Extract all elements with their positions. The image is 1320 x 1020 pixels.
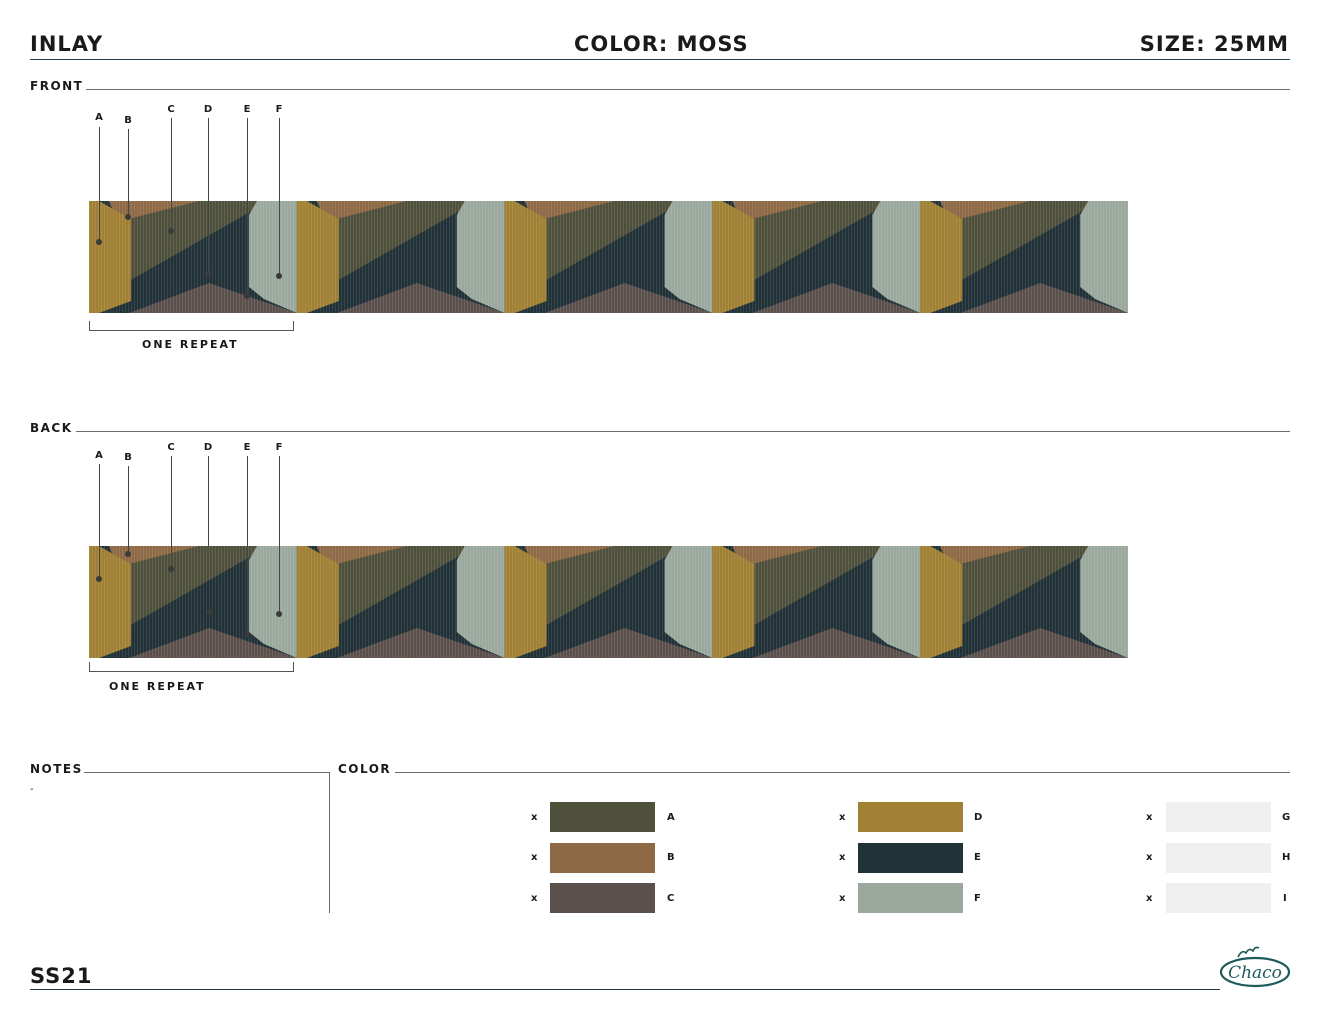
back-marker-f: F	[275, 442, 283, 453]
front-marker-e: E	[243, 104, 251, 115]
swatch-i-label: I	[1283, 893, 1287, 904]
swatch-i-x: x	[1146, 893, 1153, 904]
front-rule	[86, 89, 1290, 90]
back-title: BACK	[30, 421, 73, 435]
swatch-i	[1166, 883, 1271, 913]
notes-text: -	[30, 784, 34, 795]
back-marker-c: C	[167, 442, 175, 453]
color-title: COLOR: MOSS	[574, 32, 749, 56]
back-repeat-bracket	[89, 662, 294, 672]
chaco-logo: Chaco	[1218, 943, 1292, 991]
notes-rule	[84, 772, 330, 773]
swatch-a-x: x	[531, 812, 538, 823]
front-repeat-bracket	[89, 321, 294, 331]
swatch-b-x: x	[531, 852, 538, 863]
swatch-a-label: A	[667, 812, 675, 823]
front-strap	[89, 201, 1128, 313]
front-marker-f: F	[275, 104, 283, 115]
back-rule	[76, 431, 1290, 432]
swatch-g	[1166, 802, 1271, 832]
swatch-g-x: x	[1146, 812, 1153, 823]
front-marker-d: D	[203, 104, 213, 115]
swatch-b-label: B	[667, 852, 675, 863]
strap-pattern	[89, 201, 1128, 313]
swatch-g-label: G	[1282, 812, 1291, 823]
season-code: SS21	[30, 964, 93, 988]
swatch-d	[858, 802, 963, 832]
swatch-d-label: D	[974, 812, 983, 823]
back-strap	[89, 546, 1128, 658]
front-marker-c: C	[167, 104, 175, 115]
swatch-e-x: x	[839, 852, 846, 863]
swatch-c-x: x	[531, 893, 538, 904]
chaco-logo-icon: Chaco	[1219, 946, 1291, 988]
swatch-c-label: C	[667, 893, 675, 904]
notes-divider	[329, 772, 330, 913]
swatch-h-label: H	[1282, 852, 1291, 863]
swatch-e-label: E	[974, 852, 981, 863]
notes-title: NOTES	[30, 762, 83, 776]
front-title: FRONT	[30, 79, 84, 93]
svg-text:Chaco: Chaco	[1228, 963, 1282, 983]
swatch-e	[858, 843, 963, 873]
document-type: INLAY	[30, 32, 104, 56]
back-marker-d: D	[203, 442, 213, 453]
front-marker-a: A	[95, 112, 103, 123]
color-section-title: COLOR	[338, 762, 392, 776]
swatch-f-x: x	[839, 893, 846, 904]
swatch-d-x: x	[839, 812, 846, 823]
footer-rule	[30, 989, 1220, 990]
back-repeat-label: ONE REPEAT	[109, 680, 206, 693]
color-rule	[395, 772, 1290, 773]
back-marker-e: E	[243, 442, 251, 453]
strap-pattern	[89, 546, 1128, 658]
swatch-h-x: x	[1146, 852, 1153, 863]
header-rule	[30, 59, 1290, 60]
swatch-b	[550, 843, 655, 873]
strap-weave-texture	[89, 546, 1128, 658]
front-marker-b: B	[124, 115, 132, 126]
swatch-f-label: F	[974, 893, 981, 904]
front-repeat-label: ONE REPEAT	[142, 338, 239, 351]
back-marker-b: B	[124, 452, 132, 463]
size-title: SIZE: 25MM	[1139, 32, 1289, 56]
swatch-h	[1166, 843, 1271, 873]
strap-weave-texture	[89, 201, 1128, 313]
swatch-f	[858, 883, 963, 913]
back-marker-a: A	[95, 450, 103, 461]
swatch-c	[550, 883, 655, 913]
swatch-a	[550, 802, 655, 832]
